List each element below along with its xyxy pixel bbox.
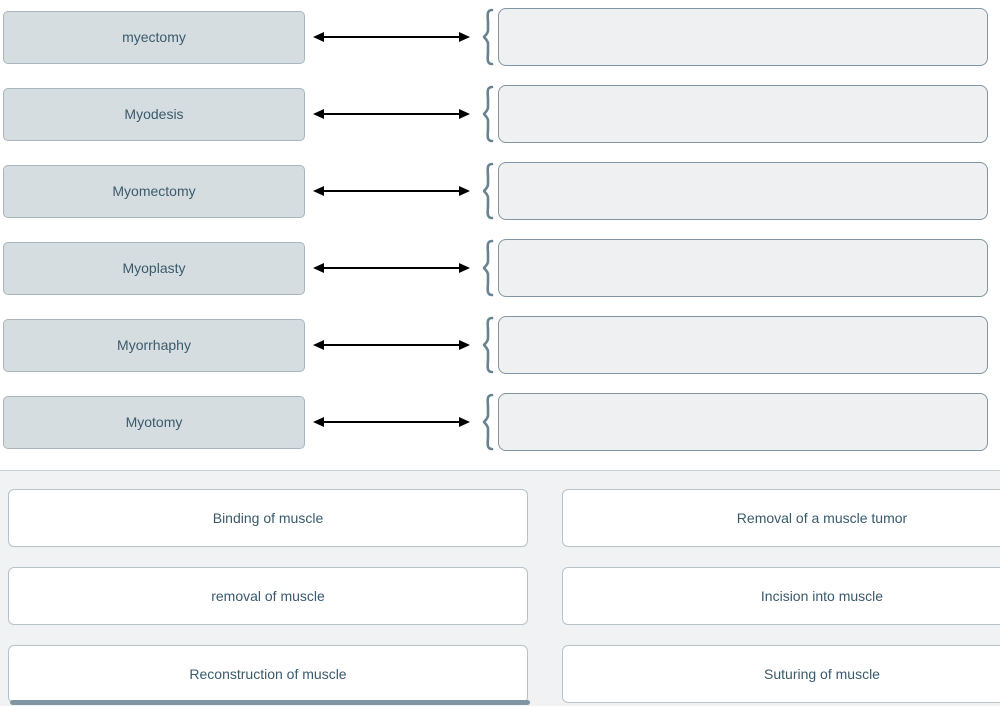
term-label: myectomy <box>122 29 186 45</box>
drop-zone[interactable] <box>498 85 988 143</box>
brace-icon <box>478 8 496 66</box>
option-label: Reconstruction of muscle <box>189 666 347 682</box>
term-box: Myoplasty <box>3 241 305 295</box>
option-card[interactable]: removal of muscle <box>8 567 528 625</box>
brace-icon <box>478 239 496 297</box>
match-row: Myodesis <box>0 85 1000 143</box>
double-arrow-icon <box>305 184 478 198</box>
double-arrow-icon <box>305 261 478 275</box>
term-label: Myomectomy <box>112 183 196 199</box>
brace-icon <box>478 316 496 374</box>
match-row: Myorrhaphy <box>0 316 1000 374</box>
double-arrow-icon <box>305 30 478 44</box>
brace-icon <box>478 85 496 143</box>
term-label: Myotomy <box>125 414 183 430</box>
option-card[interactable]: Removal of a muscle tumor <box>562 489 1000 547</box>
match-row: myectomy <box>0 8 1000 66</box>
option-card[interactable]: Incision into muscle <box>562 567 1000 625</box>
term-box: Myotomy <box>3 395 305 449</box>
term-label: Myodesis <box>124 106 184 122</box>
match-row: Myoplasty <box>0 239 1000 297</box>
answer-options-panel: Binding of muscle Removal of a muscle tu… <box>0 471 1000 706</box>
brace-icon <box>478 162 496 220</box>
term-label: Myorrhaphy <box>117 337 191 353</box>
term-box: Myorrhaphy <box>3 318 305 372</box>
option-label: Suturing of muscle <box>764 666 880 682</box>
drop-zone[interactable] <box>498 162 988 220</box>
brace-icon <box>478 393 496 451</box>
horizontal-scrollbar-thumb[interactable] <box>10 700 530 705</box>
options-grid: Binding of muscle Removal of a muscle tu… <box>8 489 1000 703</box>
double-arrow-icon <box>305 107 478 121</box>
term-box: Myomectomy <box>3 164 305 218</box>
drop-zone[interactable] <box>498 316 988 374</box>
term-box: myectomy <box>3 10 305 64</box>
match-row: Myotomy <box>0 393 1000 451</box>
option-label: Binding of muscle <box>212 510 324 526</box>
drop-zone[interactable] <box>498 393 988 451</box>
drop-zone[interactable] <box>498 8 988 66</box>
term-box: Myodesis <box>3 87 305 141</box>
option-label: Incision into muscle <box>760 588 884 604</box>
double-arrow-icon <box>305 415 478 429</box>
drop-zone[interactable] <box>498 239 988 297</box>
double-arrow-icon <box>305 338 478 352</box>
option-card[interactable]: Binding of muscle <box>8 489 528 547</box>
option-card[interactable]: Suturing of muscle <box>562 645 1000 703</box>
option-label: removal of muscle <box>211 588 325 604</box>
option-card[interactable]: Reconstruction of muscle <box>8 645 528 703</box>
match-row: Myomectomy <box>0 162 1000 220</box>
option-label: Removal of a muscle tumor <box>736 510 908 526</box>
matching-panel: myectomy Myodesis Myomectomy <box>0 8 1000 471</box>
term-label: Myoplasty <box>122 260 186 276</box>
